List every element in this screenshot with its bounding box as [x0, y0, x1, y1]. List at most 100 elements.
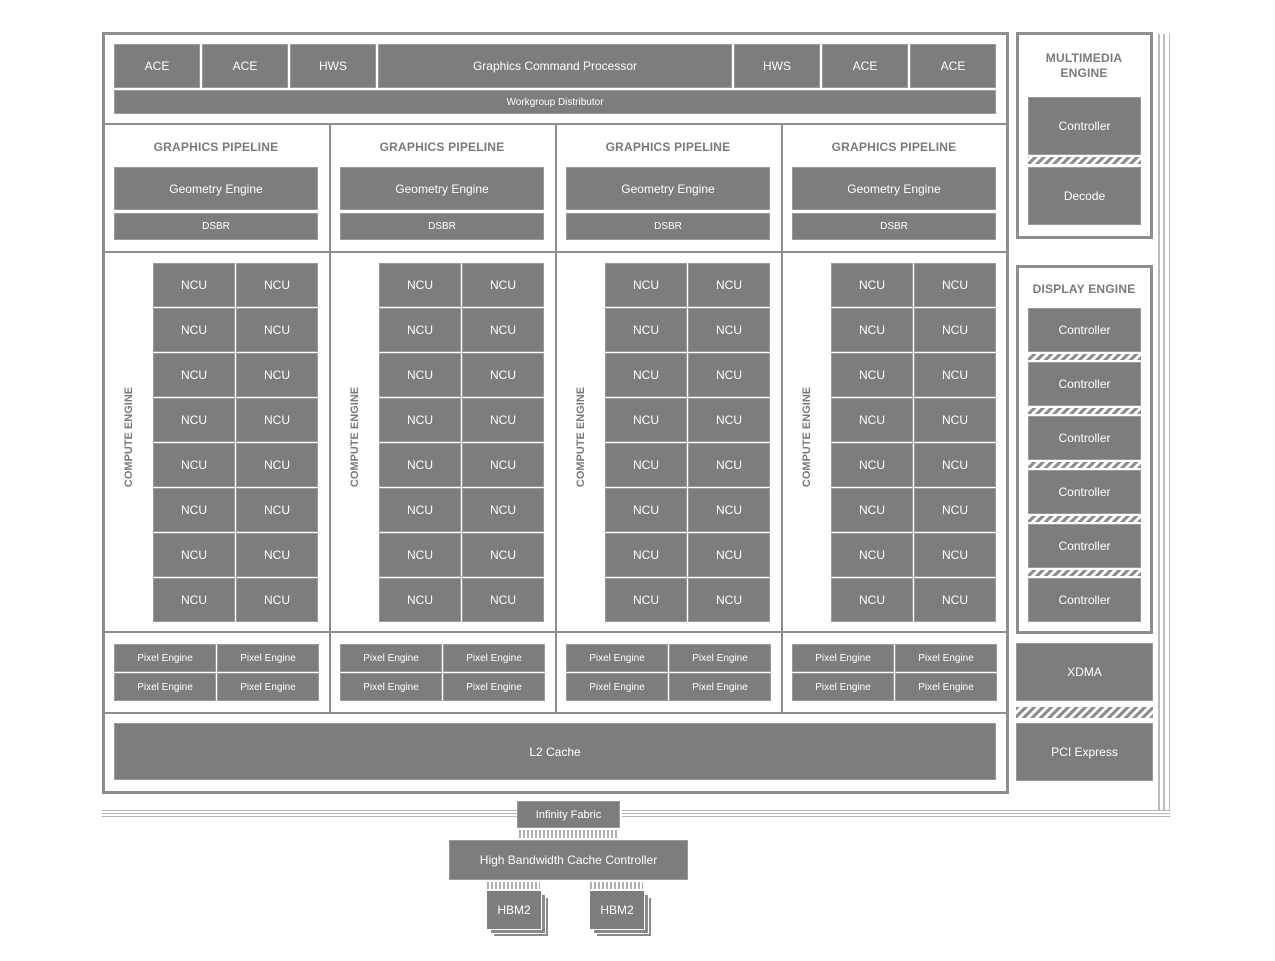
pixel-engine-3-3: Pixel Engine: [566, 673, 668, 701]
ncu-3-5-2: NCU: [688, 443, 770, 487]
ncu-2-3-2: NCU: [462, 353, 544, 397]
pixel-engine-2-3: Pixel Engine: [340, 673, 442, 701]
ncu-4-2-1: NCU: [831, 308, 913, 352]
compute-engine-title-3: COMPUTE ENGINE: [575, 386, 587, 488]
ncu-4-3-1: NCU: [831, 353, 913, 397]
ncu-4-4-1: NCU: [831, 398, 913, 442]
pixel-engine-3-4: Pixel Engine: [669, 673, 771, 701]
ncu-1-5-2: NCU: [236, 443, 318, 487]
ncu-1-4-1: NCU: [153, 398, 235, 442]
hbm2-connector-1: [487, 882, 540, 889]
ncu-3-4-2: NCU: [688, 398, 770, 442]
ncu-1-2-1: NCU: [153, 308, 235, 352]
column-divider-3: [781, 125, 783, 714]
ncu-2-3-1: NCU: [379, 353, 461, 397]
ncu-3-8-2: NCU: [688, 578, 770, 622]
geometry-engine-2: Geometry Engine: [340, 167, 544, 210]
dsbr-4: DSBR: [792, 213, 996, 240]
graphics-pipeline-title-4: GRAPHICS PIPELINE: [831, 140, 957, 154]
display-controller-6: Controller: [1028, 578, 1141, 622]
ncu-2-4-1: NCU: [379, 398, 461, 442]
pci-express: PCI Express: [1016, 723, 1153, 781]
pixel-engine-4-2: Pixel Engine: [895, 644, 997, 672]
pixel-engine-1-4: Pixel Engine: [217, 673, 319, 701]
ncu-2-1-1: NCU: [379, 263, 461, 307]
ncu-1-7-2: NCU: [236, 533, 318, 577]
ncu-4-1-2: NCU: [914, 263, 996, 307]
infinity-fabric: Infinity Fabric: [517, 801, 620, 828]
ncu-2-5-2: NCU: [462, 443, 544, 487]
display-controller-3: Controller: [1028, 416, 1141, 460]
geometry-engine-4: Geometry Engine: [792, 167, 996, 210]
ncu-4-6-2: NCU: [914, 488, 996, 532]
ncu-3-5-1: NCU: [605, 443, 687, 487]
dsbr-2: DSBR: [340, 213, 544, 240]
ncu-4-6-1: NCU: [831, 488, 913, 532]
geometry-engine-3: Geometry Engine: [566, 167, 770, 210]
display-engine-title: DISPLAY ENGINE: [1032, 282, 1136, 296]
infinity-fabric-connector: [519, 830, 619, 838]
ncu-2-4-2: NCU: [462, 398, 544, 442]
ncu-2-7-2: NCU: [462, 533, 544, 577]
geometry-engine-1: Geometry Engine: [114, 167, 318, 210]
outer-frame-lines: [1158, 34, 1170, 818]
hws-block-2: HWS: [734, 44, 820, 88]
compute-engine-title-2: COMPUTE ENGINE: [349, 386, 361, 488]
fabric-bus-right: [622, 810, 1170, 819]
workgroup-distributor: Workgroup Distributor: [114, 90, 996, 114]
graphics-pipeline-title-2: GRAPHICS PIPELINE: [379, 140, 505, 154]
ncu-2-7-1: NCU: [379, 533, 461, 577]
ncu-2-5-1: NCU: [379, 443, 461, 487]
dsbr-3: DSBR: [566, 213, 770, 240]
ncu-3-8-1: NCU: [605, 578, 687, 622]
ace-block-3: ACE: [822, 44, 908, 88]
ncu-1-3-2: NCU: [236, 353, 318, 397]
ncu-1-4-2: NCU: [236, 398, 318, 442]
ncu-3-1-2: NCU: [688, 263, 770, 307]
multimedia-engine-title: MULTIMEDIA ENGINE: [1045, 51, 1123, 80]
high-bandwidth-cache-controller: High Bandwidth Cache Controller: [449, 840, 688, 880]
xdma-pci-link-hatch: [1016, 707, 1153, 718]
ncu-1-2-2: NCU: [236, 308, 318, 352]
fabric-bus-left: [102, 810, 517, 819]
ncu-3-6-2: NCU: [688, 488, 770, 532]
display-controller-2: Controller: [1028, 362, 1141, 406]
display-link-hatch-2: [1028, 408, 1141, 414]
ncu-4-8-2: NCU: [914, 578, 996, 622]
ncu-3-4-1: NCU: [605, 398, 687, 442]
hbm2-memory-1: HBM2: [486, 890, 542, 930]
ncu-4-5-2: NCU: [914, 443, 996, 487]
ncu-1-6-1: NCU: [153, 488, 235, 532]
ncu-1-6-2: NCU: [236, 488, 318, 532]
pixel-engine-1-3: Pixel Engine: [114, 673, 216, 701]
ncu-4-5-1: NCU: [831, 443, 913, 487]
compute-engine-title-4: COMPUTE ENGINE: [801, 386, 813, 488]
ncu-1-8-2: NCU: [236, 578, 318, 622]
display-link-hatch-1: [1028, 354, 1141, 360]
ncu-4-4-2: NCU: [914, 398, 996, 442]
ncu-1-5-1: NCU: [153, 443, 235, 487]
ncu-4-1-1: NCU: [831, 263, 913, 307]
ncu-3-3-2: NCU: [688, 353, 770, 397]
ncu-1-1-2: NCU: [236, 263, 318, 307]
display-link-hatch-4: [1028, 516, 1141, 522]
ncu-1-7-1: NCU: [153, 533, 235, 577]
ncu-3-7-2: NCU: [688, 533, 770, 577]
ncu-1-1-1: NCU: [153, 263, 235, 307]
column-divider-2: [555, 125, 557, 714]
ncu-3-2-1: NCU: [605, 308, 687, 352]
hws-block-1: HWS: [290, 44, 376, 88]
pixel-engine-2-4: Pixel Engine: [443, 673, 545, 701]
pixel-engine-4-3: Pixel Engine: [792, 673, 894, 701]
multimedia-decode: Decode: [1028, 167, 1141, 225]
pixel-engine-2-2: Pixel Engine: [443, 644, 545, 672]
ncu-1-8-1: NCU: [153, 578, 235, 622]
ncu-4-8-1: NCU: [831, 578, 913, 622]
ace-block-1: ACE: [114, 44, 200, 88]
ncu-2-2-2: NCU: [462, 308, 544, 352]
ncu-2-2-1: NCU: [379, 308, 461, 352]
display-controller-5: Controller: [1028, 524, 1141, 568]
ncu-2-1-2: NCU: [462, 263, 544, 307]
ncu-4-2-2: NCU: [914, 308, 996, 352]
pixel-engine-2-1: Pixel Engine: [340, 644, 442, 672]
